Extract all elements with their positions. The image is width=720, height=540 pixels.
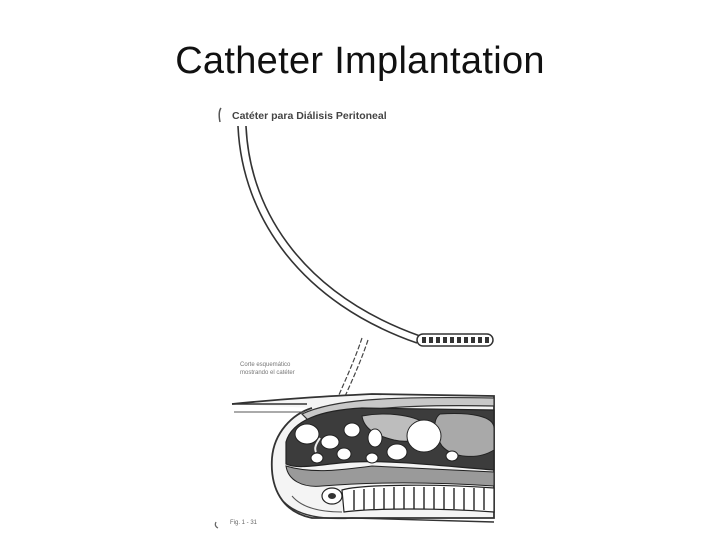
- catheter-perforated-tip: [416, 333, 494, 347]
- catheter-diagram: Catéter para Diálisis Peritoneal: [212, 98, 512, 534]
- caption-line-1: Corte esquemático: [240, 362, 291, 368]
- corner-mark: [218, 107, 222, 123]
- caption-line-2: mostrando el catéter: [240, 370, 295, 376]
- spine: [321, 484, 495, 513]
- bottom-corner-mark: [214, 521, 219, 529]
- figure-heading: Catéter para Diálisis Peritoneal: [232, 110, 387, 122]
- figure-label: Fig. 1 - 31: [230, 520, 258, 526]
- slide-title: Catheter Implantation: [175, 40, 545, 82]
- catheter-tube: [237, 125, 421, 344]
- abdomen-cross-section: [231, 393, 495, 523]
